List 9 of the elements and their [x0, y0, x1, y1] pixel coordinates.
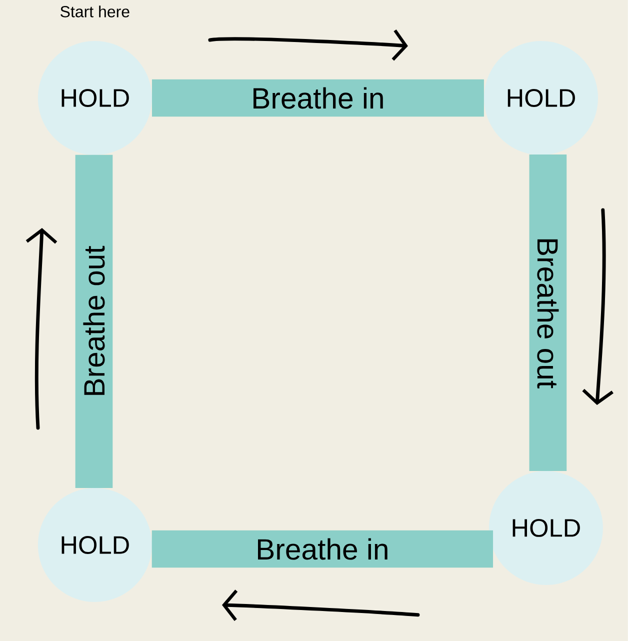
breathing-bar	[529, 154, 567, 472]
breathing-bar	[152, 530, 494, 568]
bar-label: Breathe out	[537, 239, 559, 388]
breathing-bar	[75, 154, 113, 488]
bar-label: Breathe in	[258, 538, 388, 560]
start-label: Start here	[60, 6, 130, 18]
bar-label: Breathe in	[254, 87, 383, 109]
breathing-bar	[152, 79, 484, 117]
bar-label: Breathe out	[83, 246, 105, 395]
